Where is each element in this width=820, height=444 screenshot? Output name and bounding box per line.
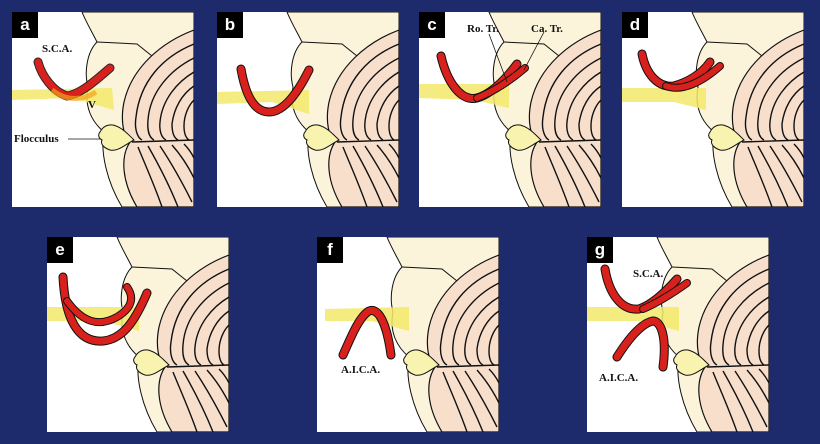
panel-g-illustration: S.C.A. A.I.C.A. (587, 237, 769, 432)
panel-c: Ro. Tr. Ca. Tr. c (419, 12, 601, 207)
panel-c-tag: c (419, 12, 445, 38)
panel-a-illustration: S.C.A. V Flocculus (12, 12, 194, 207)
aica-label: A.I.C.A. (341, 364, 380, 376)
panel-a: S.C.A. V Flocculus a (12, 12, 194, 207)
panel-e-illustration (47, 237, 229, 432)
panel-d: d (622, 12, 804, 207)
trigeminal-nerve (217, 90, 309, 114)
aica-label: A.I.C.A. (599, 372, 638, 384)
anterior-inferior-cerebellar-artery (613, 317, 668, 371)
panel-g-tag: g (587, 237, 613, 263)
panel-a-tag: a (12, 12, 38, 38)
nerve-v-label: V (88, 99, 96, 111)
anterior-inferior-cerebellar-artery (339, 307, 395, 359)
panel-b: b (217, 12, 399, 207)
panel-e: e (47, 237, 229, 432)
panel-b-tag: b (217, 12, 243, 38)
trigeminal-nerve (587, 307, 679, 331)
flocculus-label: Flocculus (14, 133, 59, 145)
caudal-trunk-label: Ca. Tr. (531, 23, 563, 35)
panel-d-illustration (622, 12, 804, 207)
superior-cerebellar-artery (601, 265, 681, 313)
sca-label: S.C.A. (42, 43, 73, 55)
panel-f-tag: f (317, 237, 343, 263)
panel-f: A.I.C.A. f (317, 237, 499, 432)
rostral-trunk-label: Ro. Tr. (467, 23, 499, 35)
panel-e-tag: e (47, 237, 73, 263)
caudal-trunk (474, 65, 528, 101)
panel-d-tag: d (622, 12, 648, 38)
panel-g: S.C.A. A.I.C.A. g (587, 237, 769, 432)
caudal-trunk (64, 284, 135, 326)
sca-label: S.C.A. (633, 268, 664, 280)
trigeminal-nerve (622, 88, 706, 110)
panel-f-illustration: A.I.C.A. (325, 237, 499, 432)
caudal-trunk (640, 280, 690, 312)
superior-cerebellar-artery (237, 65, 313, 116)
caudal-trunk (663, 63, 723, 91)
panel-b-illustration (217, 12, 399, 207)
panel-c-illustration: Ro. Tr. Ca. Tr. (419, 12, 601, 207)
